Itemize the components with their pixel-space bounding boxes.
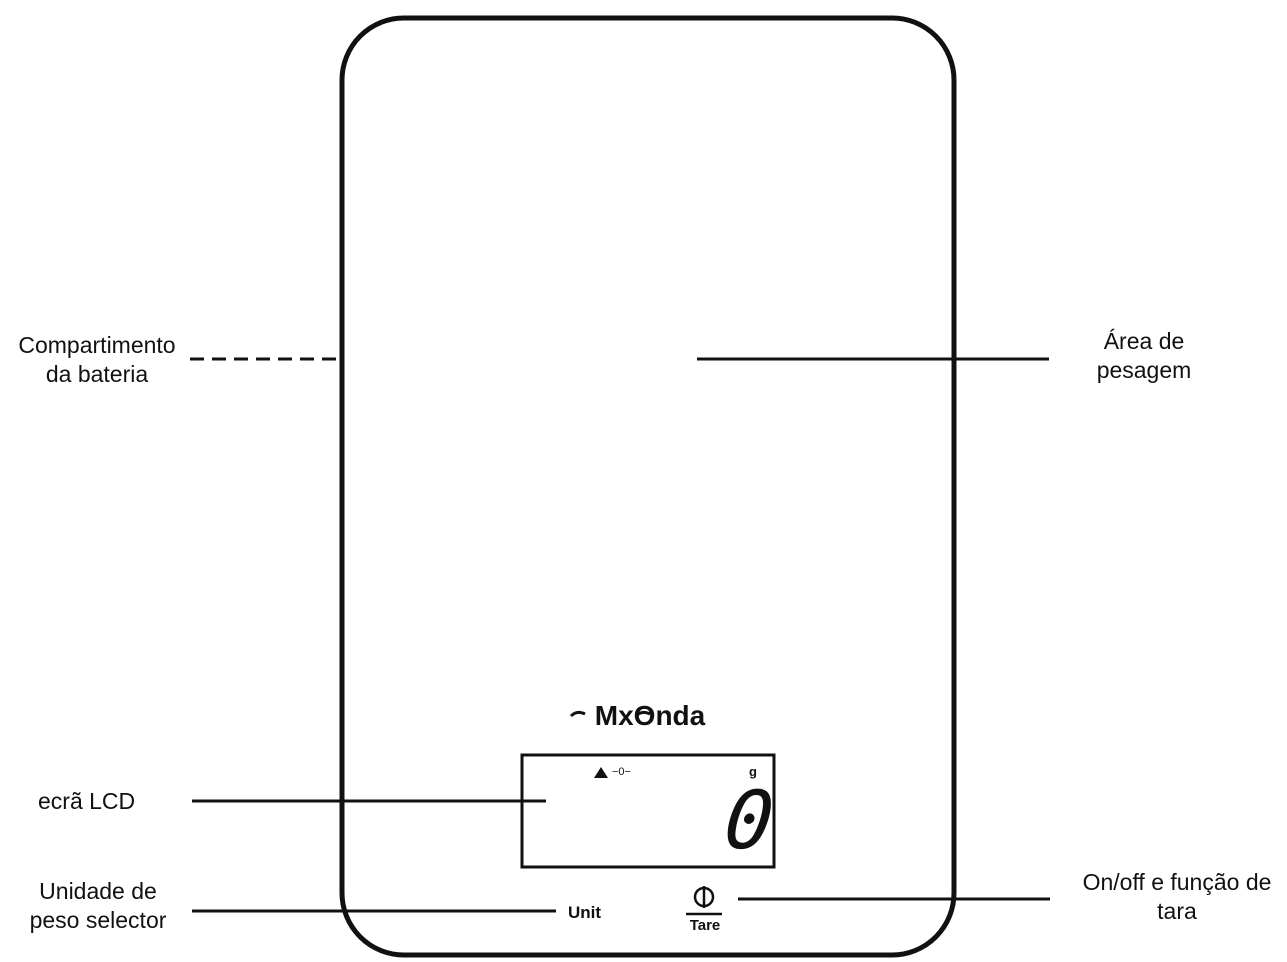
brand-swoosh-icon-2 — [634, 710, 651, 718]
tare-function-label: On/off e função de tara — [1070, 868, 1284, 926]
brand-logo: MxOnda — [594, 700, 706, 731]
unit-label-line1: Unidade de — [39, 878, 157, 904]
triangle-icon — [594, 767, 608, 778]
brand-swoosh-icon — [569, 710, 586, 718]
lcd-unit: g — [749, 764, 757, 779]
lcd-value: 0 — [720, 774, 779, 867]
weighing-area-label: Área de pesagem — [1090, 327, 1198, 385]
weighing-label-line2: pesagem — [1096, 357, 1192, 383]
battery-label-line2: da bateria — [45, 361, 149, 387]
stability-mark: −0− — [612, 766, 631, 778]
tare-button[interactable]: Tare — [689, 917, 721, 934]
battery-compartment-label: Compartimento da bateria — [8, 331, 186, 389]
lcd-screen — [520, 753, 776, 869]
lcd-label: ecrã LCD — [38, 787, 135, 816]
tare-label-line1: On/off e função de — [1082, 869, 1272, 895]
lcd-label-line1: ecrã LCD — [38, 788, 136, 814]
scale-body — [339, 15, 957, 958]
unit-label-line2: peso selector — [29, 907, 167, 933]
power-icon — [693, 886, 715, 908]
unit-button[interactable]: Unit — [568, 903, 602, 922]
unit-selector-label: Unidade de peso selector — [18, 877, 178, 935]
weighing-label-line1: Área de — [1103, 328, 1185, 354]
battery-label-line1: Compartimento — [18, 332, 176, 358]
tare-label-line2: tara — [1157, 898, 1197, 924]
